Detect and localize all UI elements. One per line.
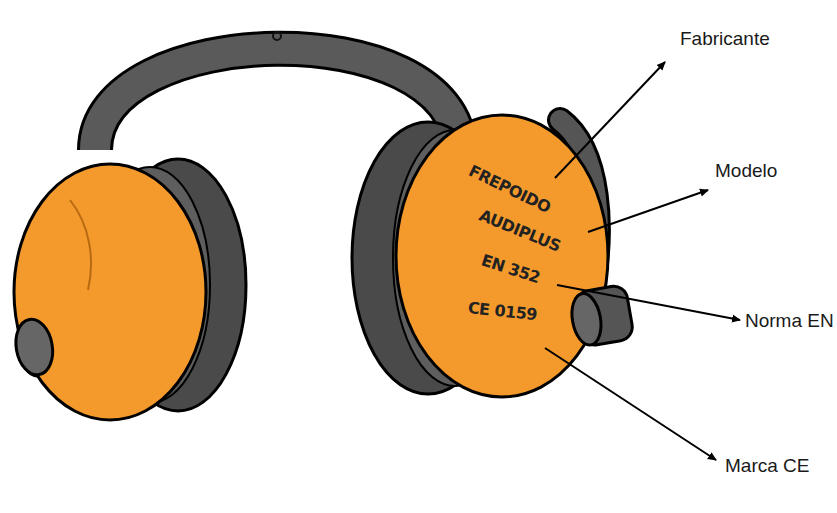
cup-shading	[70, 200, 91, 290]
left-cup	[14, 164, 206, 420]
callout-label: Modelo	[715, 160, 777, 182]
left-knob	[12, 316, 57, 377]
leader-arrow	[545, 348, 716, 460]
callout-label: Norma EN	[745, 310, 834, 332]
headband-hole	[273, 32, 281, 40]
right-cup	[396, 115, 608, 397]
callout-label: Marca CE	[725, 455, 809, 477]
callout-label: Fabricante	[680, 28, 770, 50]
leader-arrow	[588, 190, 708, 232]
leader-arrow	[557, 285, 740, 320]
leader-arrow	[555, 62, 665, 178]
